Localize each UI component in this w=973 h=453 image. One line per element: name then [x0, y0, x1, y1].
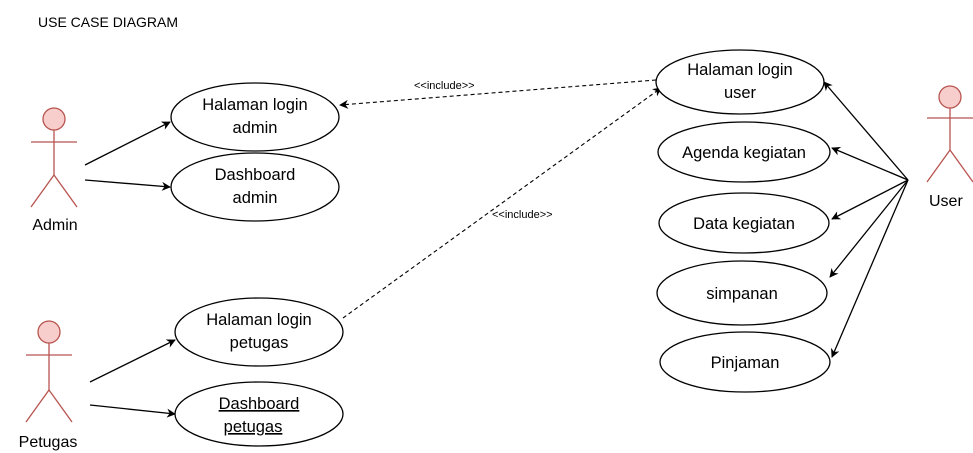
- login-user-line-1: Halaman login: [687, 61, 792, 79]
- user-to-login-user-association: [823, 81, 909, 181]
- admin-to-dashboard-admin-association: [84, 179, 171, 191]
- use-case-login-user: Halaman login user: [655, 49, 825, 115]
- actor-user: [926, 85, 973, 183]
- actor-petugas-label: Petugas: [19, 434, 78, 451]
- use-case-agenda-kegiatan: Agenda kegiatan: [657, 121, 831, 183]
- pinjaman-label: Pinjaman: [711, 354, 780, 372]
- use-case-simpanan: simpanan: [656, 260, 828, 326]
- user-to-data-kegiatan-association: [831, 179, 909, 220]
- use-case-dashboard-admin: Dashboard admin: [170, 152, 340, 222]
- simpanan-label: simpanan: [706, 285, 778, 303]
- actor-user-left-leg: [926, 149, 951, 183]
- petugas-to-dashboard-petugas-association: [89, 404, 176, 418]
- actor-admin: [30, 107, 78, 208]
- data-kegiatan-label: Data kegiatan: [693, 215, 795, 233]
- actor-petugas: [25, 320, 73, 423]
- actor-petugas-right-leg: [48, 389, 73, 423]
- actor-user-label: User: [929, 193, 963, 210]
- login-petugas-line-1: Halaman login: [206, 311, 311, 329]
- login-admin-line-1: Halaman login: [202, 96, 307, 114]
- actor-user-right-leg: [949, 149, 973, 183]
- actor-admin-label: Admin: [32, 217, 77, 234]
- use-case-dashboard-petugas: Dashboard petugas: [174, 381, 344, 447]
- dashboard-petugas-line-2: petugas: [224, 418, 283, 436]
- dashboard-admin-line-1: Dashboard: [215, 166, 296, 184]
- login-admin-line-2: admin: [233, 119, 278, 137]
- actor-admin-left-leg: [30, 174, 55, 208]
- actor-petugas-left-leg: [25, 389, 50, 423]
- login-user-line-2: user: [724, 84, 757, 102]
- diagram-title: USE CASE DIAGRAM: [38, 14, 178, 30]
- login-petugas-line-2: petugas: [230, 334, 289, 352]
- dashboard-admin-line-2: admin: [233, 189, 278, 207]
- include-login-petugas-to-login-user: [342, 87, 662, 319]
- use-case-login-petugas: Halaman login petugas: [174, 297, 344, 367]
- use-case-login-admin: Halaman login admin: [170, 82, 340, 152]
- user-to-simpanan-association: [829, 179, 909, 278]
- actor-petugas-head: [37, 320, 61, 344]
- use-case-pinjaman: Pinjaman: [659, 331, 831, 393]
- user-to-agenda-kegiatan-association: [831, 146, 909, 181]
- dashboard-petugas-line-1: Dashboard: [219, 395, 300, 413]
- include-label-top: <<include>>: [414, 80, 475, 92]
- include-label-middle: <<include>>: [492, 209, 553, 221]
- actor-admin-head: [42, 107, 66, 131]
- user-to-pinjaman-association: [831, 179, 909, 358]
- admin-to-login-admin-association: [84, 121, 171, 166]
- agenda-kegiatan-label: Agenda kegiatan: [682, 144, 806, 162]
- actor-user-head: [938, 85, 962, 109]
- include-login-user-to-login-admin: [339, 79, 657, 109]
- actor-admin-right-leg: [53, 174, 78, 208]
- petugas-to-login-petugas-association: [89, 339, 176, 383]
- use-case-data-kegiatan: Data kegiatan: [658, 192, 830, 254]
